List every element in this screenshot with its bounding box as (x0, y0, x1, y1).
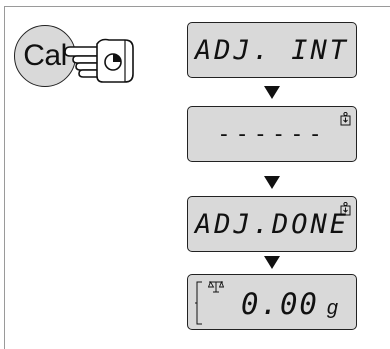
weight-icon (340, 202, 351, 216)
display-step-weight-result: 0.00 g (187, 274, 357, 330)
hand-pointing-icon (64, 38, 134, 83)
display-text: ------ (217, 121, 327, 147)
weight-value: 0.00 (241, 287, 319, 321)
balance-icon (208, 281, 224, 293)
arrow-down-icon (264, 176, 280, 189)
display-step-in-progress: ------ (187, 106, 357, 162)
weight-readout: 0.00 g (241, 287, 338, 321)
arrow-down-icon (264, 86, 280, 99)
arrow-down-icon (264, 256, 280, 269)
display-text: ADJ.DONE (194, 208, 350, 240)
display-step-adjustment-done: ADJ.DONE (187, 196, 357, 252)
display-step-adjust-internal: ADJ. INT (187, 22, 357, 78)
weight-unit: g (326, 297, 338, 319)
range-bracket-icon (195, 281, 202, 325)
display-text: ADJ. INT (194, 34, 350, 66)
weight-icon (340, 112, 351, 126)
diagram-frame (4, 6, 390, 349)
cal-key[interactable]: Cal (14, 25, 76, 87)
cal-key-label: Cal (23, 39, 67, 72)
